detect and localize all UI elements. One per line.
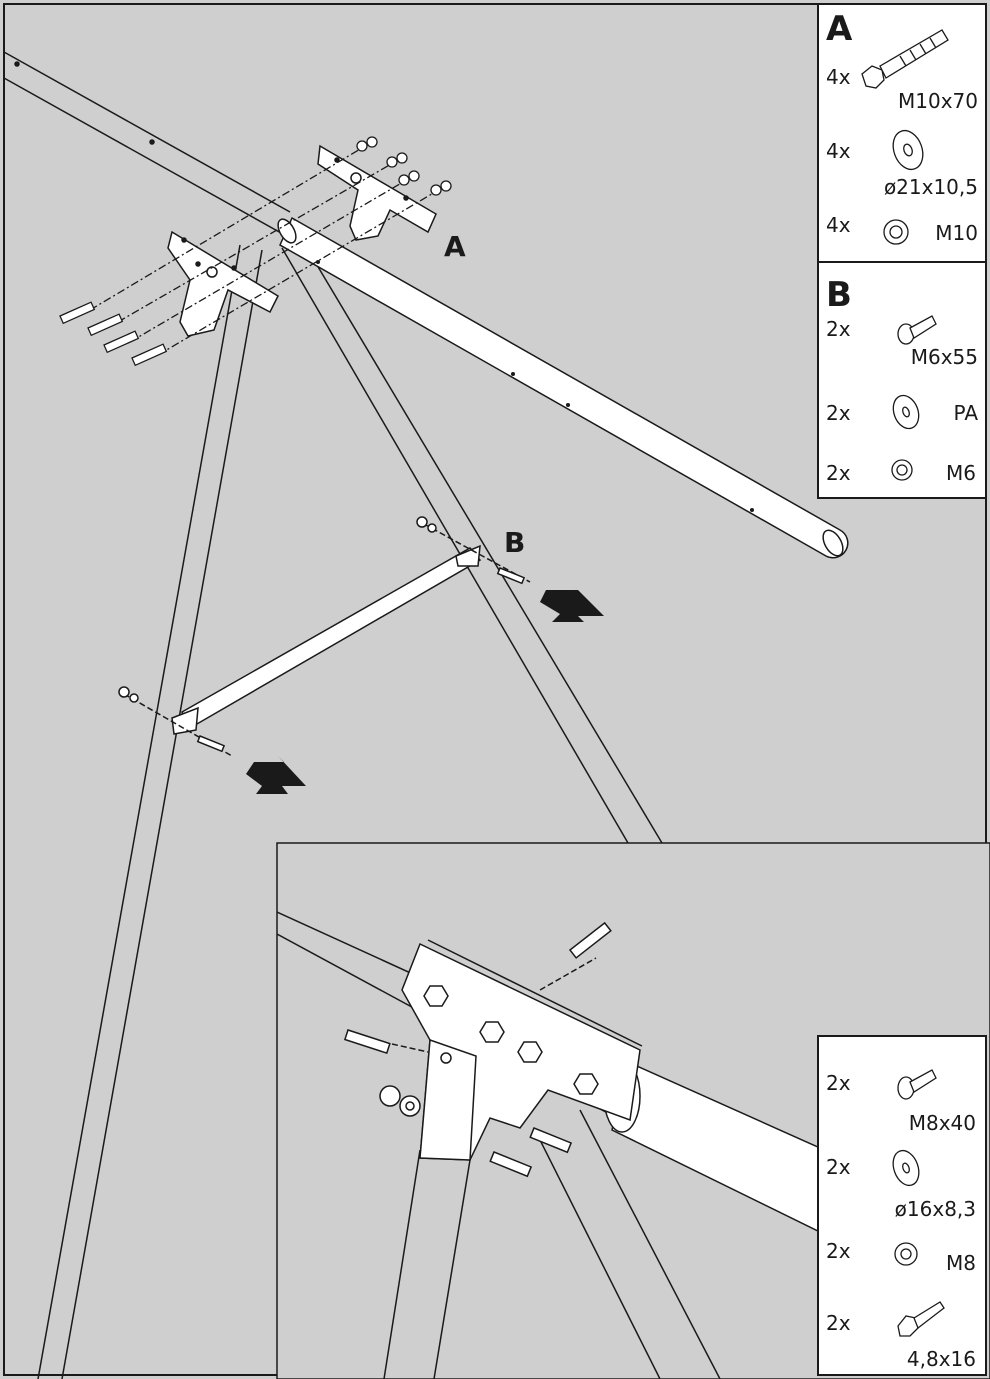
detail-spec-2: ø16x8,3 — [895, 1197, 976, 1221]
panel-b-spec-2: PA — [954, 401, 979, 425]
swing-frame — [3, 51, 663, 1379]
brace-nuts — [118, 516, 437, 703]
panel-a-qty-1: 4x — [826, 65, 851, 89]
parts-panel-detail: 2x M8x40 2x ø16x8,3 2x M8 2x 4,8x16 — [817, 1035, 987, 1376]
arrow-icon — [246, 756, 306, 794]
detail-qty-2: 2x — [826, 1155, 851, 1179]
callout-b: B — [504, 526, 525, 559]
washer-icon — [892, 129, 924, 171]
washer-icon — [892, 1149, 920, 1187]
parts-panel-b: B 2x M6x55 2x PA 2x M6 — [817, 261, 987, 499]
round-head-bolt-icon — [897, 1069, 937, 1100]
panel-a-spec-2: ø21x10,5 — [884, 175, 978, 199]
panel-b-title: B — [826, 275, 852, 315]
panel-a-spec-1: M10x70 — [898, 89, 978, 113]
washer-icon — [892, 394, 920, 430]
panel-b-spec-1: M6x55 — [911, 345, 978, 369]
bracket-front-half — [167, 230, 279, 337]
detail-spec-1: M8x40 — [909, 1111, 976, 1135]
panel-a-qty-2: 4x — [826, 139, 851, 163]
detail-qty-3: 2x — [826, 1239, 851, 1263]
panel-a-spec-3: M10 — [935, 221, 978, 245]
round-head-bolt-icon — [897, 315, 937, 345]
detail-qty-4: 2x — [826, 1311, 851, 1335]
nut-icon — [894, 1242, 918, 1266]
detail-nut-washer — [379, 1085, 421, 1117]
panel-a-title: A — [826, 9, 853, 49]
detail-screws — [343, 921, 612, 1178]
top-beam-pipe — [277, 216, 849, 559]
detail-qty-1: 2x — [826, 1071, 851, 1095]
left-leg-outer — [37, 244, 263, 1379]
nut-icon — [883, 219, 909, 245]
wood-screw-icon — [897, 1301, 945, 1337]
nut-icon — [891, 459, 913, 481]
arrow-icon — [540, 584, 604, 622]
detail-spec-4: 4,8x16 — [907, 1347, 976, 1371]
panel-a-qty-3: 4x — [826, 213, 851, 237]
cross-brace — [118, 516, 531, 757]
hex-bolt-icon — [861, 29, 949, 89]
brace-bolts — [196, 567, 526, 753]
bracket-a-fasteners — [59, 136, 452, 367]
top-beam-left — [3, 51, 291, 239]
right-leg — [281, 239, 663, 844]
panel-b-qty-3: 2x — [826, 461, 851, 485]
panel-b-qty-1: 2x — [826, 317, 851, 341]
parts-panel-a: A 4x M10x70 4x ø21x10,5 4x M10 — [817, 3, 987, 263]
hex-bolts-a — [59, 301, 168, 367]
panel-b-qty-2: 2x — [826, 401, 851, 425]
direction-arrows — [246, 584, 604, 794]
callout-a: A — [444, 230, 466, 263]
nuts-a — [356, 136, 452, 196]
detail-spec-3: M8 — [946, 1251, 976, 1275]
bracket-back-half — [317, 144, 437, 241]
panel-b-spec-3: M6 — [946, 461, 976, 485]
